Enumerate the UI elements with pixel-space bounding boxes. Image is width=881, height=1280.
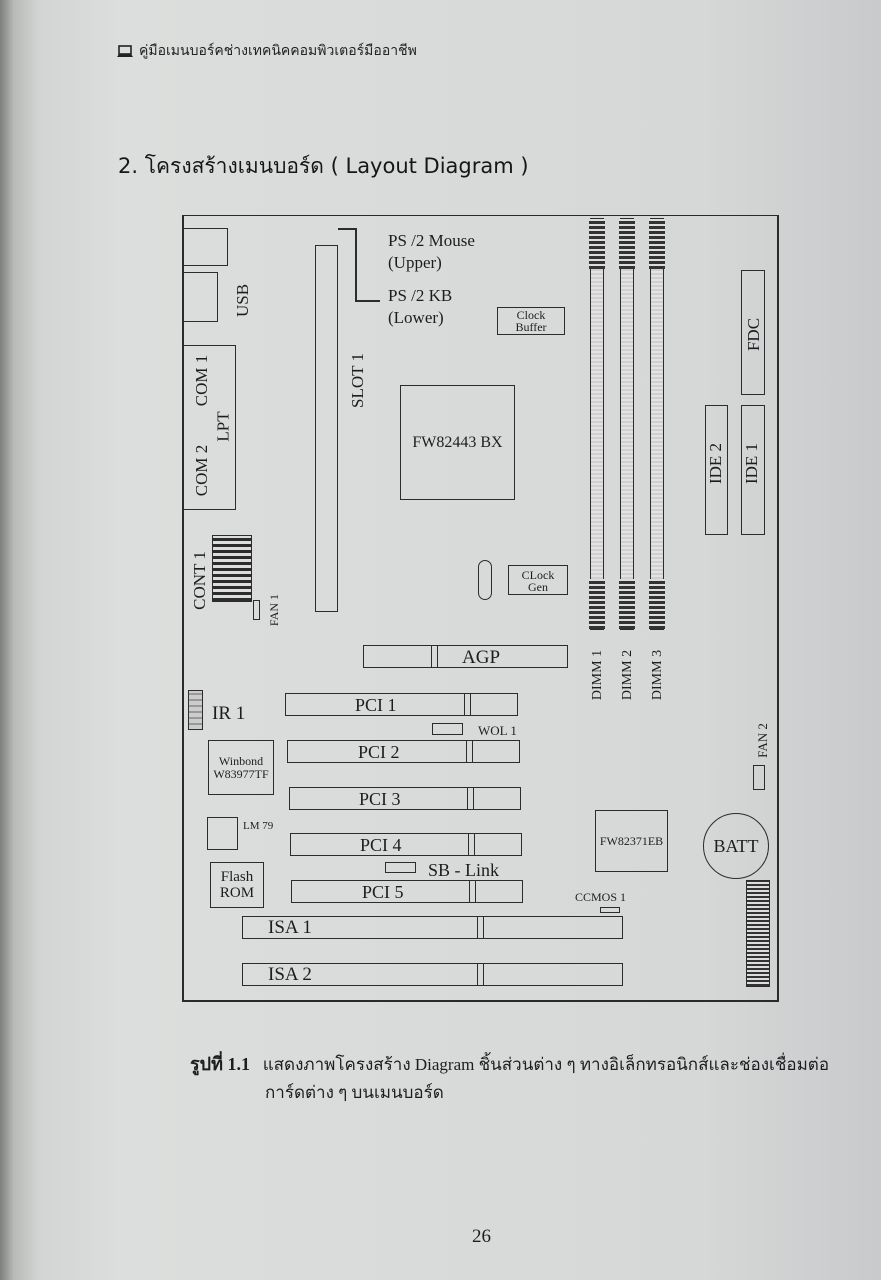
ide1-connector	[741, 405, 765, 535]
pin-header	[746, 880, 770, 987]
front-panel-connector	[212, 535, 252, 602]
winbond-model-label: W83977TF	[213, 767, 269, 781]
lm79-label: LM 79	[243, 820, 274, 832]
southbridge-chip: FW82371EB	[595, 810, 668, 872]
sb-link-label: SB - Link	[428, 860, 500, 880]
clock-gen-chip: CLock Gen	[508, 565, 568, 595]
usb-connector	[182, 272, 218, 322]
laptop-icon	[117, 44, 133, 57]
flash-rom-label: ROM	[219, 885, 255, 901]
northbridge-chip: FW82443 BX	[400, 385, 515, 500]
battery: BATT	[703, 813, 769, 879]
pci3-label: PCI 3	[359, 789, 401, 809]
caption-line1: แสดงภาพโครงสร้าง Diagram ชิ้นส่วนต่าง ๆ …	[262, 1055, 830, 1074]
winbond-label: Winbond	[218, 754, 264, 768]
figure-caption: รูปที่ 1.1 แสดงภาพโครงสร้าง Diagram ชิ้น…	[190, 1050, 830, 1107]
winbond-io-chip: Winbond W83977TF	[208, 740, 274, 795]
usb-label: USB	[233, 283, 253, 318]
pci1-slot	[285, 693, 518, 716]
clock-buffer-label: Clock	[516, 308, 546, 322]
pci3-slot	[289, 787, 521, 810]
flash-rom-label: Flash	[220, 869, 254, 885]
ide1-label: IDE 1	[742, 442, 762, 485]
pci5-slot	[291, 880, 523, 903]
northbridge-label: FW82443 BX	[412, 433, 503, 451]
isa2-label: ISA 2	[268, 964, 312, 985]
wol1-connector	[432, 723, 463, 735]
motherboard-outline-top	[182, 215, 777, 216]
ccmos1-label: CCMOS 1	[575, 890, 627, 904]
agp-slot	[363, 645, 568, 668]
dimm1-label: DIMM 1	[590, 649, 606, 701]
lm79-chip	[207, 817, 238, 850]
clock-gen-label: CLock	[521, 568, 555, 582]
clock-buffer-chip: Clock Buffer	[497, 307, 565, 335]
ps2-leader-line	[338, 228, 356, 230]
com-lpt-connector	[182, 345, 236, 510]
slot1	[315, 245, 338, 612]
header-text: คู่มือเมนบอร์คช่างเทคนิคคอมพิวเตอร์มืออา…	[139, 43, 417, 59]
southbridge-label: FW82371EB	[599, 833, 664, 848]
agp-label: AGP	[462, 647, 501, 668]
pci4-slot	[290, 833, 522, 856]
ide2-connector	[705, 405, 728, 535]
crystal-oscillator	[478, 560, 492, 600]
fan1-connector	[253, 600, 260, 620]
lpt-label: LPT	[213, 411, 233, 442]
dimm2-label: DIMM 2	[620, 649, 636, 701]
clock-buffer-label: Buffer	[515, 320, 547, 334]
caption-line2: การ์ดต่าง ๆ บนเมนบอร์ด	[265, 1083, 444, 1102]
running-header: คู่มือเมนบอร์คช่างเทคนิคคอมพิวเตอร์มืออา…	[117, 40, 417, 62]
dimm3-label: DIMM 3	[650, 649, 666, 701]
ps2-kb-position: (Lower)	[388, 308, 444, 327]
ir1-connector	[188, 690, 203, 730]
ide2-label: IDE 2	[706, 442, 726, 485]
dimm2-slot	[619, 218, 635, 630]
fan1-label: FAN 1	[267, 593, 282, 627]
flash-rom-chip: Flash ROM	[210, 862, 264, 908]
com1-label: COM 1	[192, 354, 212, 407]
ir1-label: IR 1	[212, 703, 246, 724]
figure-number: รูปที่ 1.1	[190, 1054, 250, 1074]
ps2-mouse-position: (Upper)	[388, 253, 442, 272]
pci2-label: PCI 2	[358, 742, 400, 762]
ps2-connector	[182, 228, 228, 266]
ps2-leader-line	[355, 228, 357, 300]
motherboard-outline	[182, 215, 779, 1002]
pci5-label: PCI 5	[362, 882, 404, 902]
battery-label: BATT	[713, 835, 759, 856]
isa2-slot	[242, 963, 623, 986]
sb-link-connector	[385, 862, 416, 873]
fan2-connector	[753, 765, 765, 790]
pci2-slot	[287, 740, 520, 763]
fdc-connector	[741, 270, 765, 395]
ps2-mouse-label: PS /2 Mouse	[388, 231, 475, 250]
isa1-slot	[242, 916, 623, 939]
ps2-leader-line	[355, 300, 380, 302]
slot1-label: SLOT 1	[347, 353, 367, 408]
ccmos1-jumper	[600, 907, 620, 913]
pci4-label: PCI 4	[360, 835, 402, 855]
com2-label: COM 2	[192, 444, 212, 497]
section-title: 2. โครงสร้างเมนบอร์ด ( Layout Diagram )	[118, 154, 529, 178]
clock-gen-label: Gen	[528, 580, 548, 594]
fan2-label: FAN 2	[754, 723, 770, 758]
cont1-label: CONT 1	[189, 551, 209, 610]
ps2-kb-label: PS /2 KB	[388, 286, 453, 305]
dimm1-slot	[589, 218, 605, 630]
dimm3-slot	[649, 218, 665, 630]
wol1-label: WOL 1	[478, 723, 517, 738]
page-number: 26	[472, 1226, 491, 1247]
fdc-label: FDC	[744, 317, 764, 352]
pci1-label: PCI 1	[355, 695, 397, 715]
isa1-label: ISA 1	[268, 917, 312, 938]
